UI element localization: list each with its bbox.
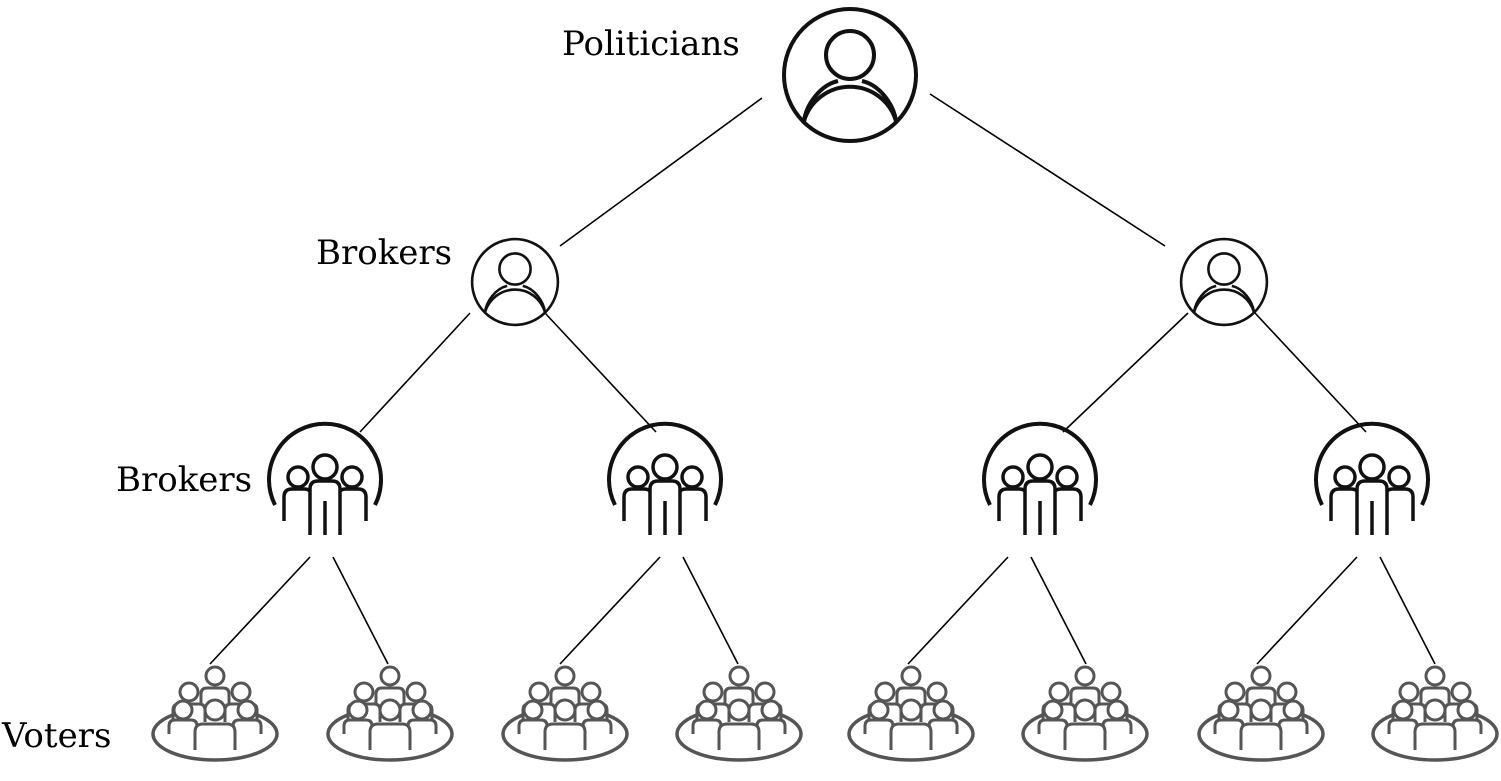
- connector-line: [559, 556, 661, 665]
- connector-line: [359, 312, 471, 433]
- broker-group-icon: [1314, 421, 1430, 537]
- voter-crowd-icon: [675, 665, 803, 762]
- politician-icon: [782, 7, 918, 143]
- connector-line: [1030, 556, 1087, 665]
- broker-group-icon: [607, 421, 723, 537]
- voter-crowd-icon: [151, 665, 279, 762]
- voter-crowd-icon: [501, 665, 629, 762]
- voter-crowd-icon: [1021, 665, 1149, 762]
- voter-crowd-icon: [847, 665, 975, 762]
- connector-line: [1062, 312, 1189, 433]
- brokers-lower-label: Brokers: [116, 460, 252, 500]
- politicians-label: Politicians: [562, 24, 740, 64]
- connector-line: [929, 93, 1166, 247]
- connector-line: [559, 97, 763, 247]
- broker-group-icon: [267, 421, 383, 537]
- voter-crowd-icon: [1371, 665, 1499, 762]
- hierarchy-connectors: [209, 93, 1436, 665]
- connector-line: [1256, 556, 1358, 665]
- voter-crowd-icon: [1197, 665, 1325, 762]
- connector-line: [682, 556, 739, 665]
- connector-line: [1379, 556, 1436, 665]
- connector-line: [209, 556, 311, 665]
- connector-line: [332, 556, 389, 665]
- broker-person-icon: [1179, 237, 1269, 327]
- voters-label: Voters: [1, 716, 111, 756]
- connector-line: [907, 556, 1009, 665]
- connector-line: [1254, 312, 1367, 433]
- broker-group-icon: [982, 421, 1098, 537]
- connector-line: [544, 312, 657, 433]
- brokers-upper-label: Brokers: [316, 233, 452, 273]
- broker-person-icon: [470, 237, 560, 327]
- voter-crowd-icon: [326, 665, 454, 762]
